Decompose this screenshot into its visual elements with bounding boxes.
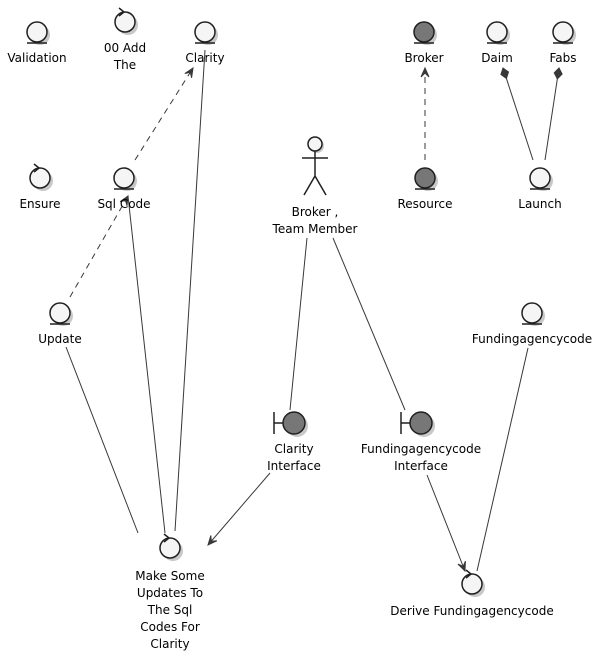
edge-funding_entity-to-derive xyxy=(476,347,529,572)
node-actor: Broker , Team Member xyxy=(272,136,358,236)
edge-sql_code-to-clarity xyxy=(134,66,194,161)
node-validation: Validation xyxy=(7,21,67,65)
entity-icon xyxy=(529,167,551,189)
edge-launch-to-fabs xyxy=(544,67,563,161)
node-label: Clarity xyxy=(274,442,313,456)
edge-line xyxy=(174,49,206,532)
entity-icon xyxy=(113,167,135,189)
edge-line xyxy=(134,67,194,161)
control-icon xyxy=(114,11,136,33)
edge-line xyxy=(127,195,166,534)
node-label: Updates To xyxy=(137,586,203,600)
edge-sql_code-to-make_updates xyxy=(127,195,166,534)
control-icon xyxy=(159,537,181,559)
entity-icon xyxy=(26,21,48,43)
node-label: The Sql xyxy=(147,603,193,617)
edge-line xyxy=(289,237,308,411)
node-resource: Resource xyxy=(397,167,453,211)
edges-layer xyxy=(65,49,563,573)
entity-icon xyxy=(552,21,574,43)
node-ensure: Ensure xyxy=(19,163,61,211)
edge-update-to-sql_code xyxy=(69,194,129,298)
edge-line xyxy=(476,347,529,572)
node-update: Update xyxy=(38,302,82,346)
entity-icon xyxy=(49,302,71,324)
entity-icon xyxy=(486,21,508,43)
node-label: Broker xyxy=(404,51,443,65)
edge-resource-to-broker_entity xyxy=(420,66,430,160)
node-label: Resource xyxy=(397,197,452,211)
node-label: The xyxy=(113,58,136,72)
node-label: Codes For xyxy=(140,620,200,634)
edge-line xyxy=(426,474,466,572)
node-broker-entity: Broker xyxy=(404,21,444,65)
node-label: Interface xyxy=(267,459,321,473)
node-label: Interface xyxy=(394,459,448,473)
actor-body xyxy=(302,151,328,196)
arrowhead xyxy=(119,194,129,206)
node-label: Fundingagencycode xyxy=(472,332,592,346)
node-launch: Launch xyxy=(518,167,562,211)
boundary-icon xyxy=(409,411,433,435)
edge-funding_interface-to-derive xyxy=(426,474,466,573)
node-label: Daim xyxy=(481,51,513,65)
entity-icon xyxy=(521,302,543,324)
actor-head xyxy=(307,136,323,152)
edge-clarity_interface-to-make_updates xyxy=(207,472,271,546)
diamond-head xyxy=(553,67,563,80)
control-arrow xyxy=(118,7,125,17)
edge-line xyxy=(502,67,534,161)
node-clarity: Clarity xyxy=(185,21,225,65)
arrowhead xyxy=(184,66,194,78)
boundary-icon xyxy=(282,411,306,435)
entity-icon xyxy=(413,21,435,43)
control-arrow xyxy=(163,533,170,543)
diamond-head xyxy=(500,67,510,80)
node-label: Sql Code xyxy=(97,197,150,211)
edge-update-to-make_updates xyxy=(65,346,139,534)
edge-line xyxy=(207,472,271,546)
edge-launch-to-daim xyxy=(500,67,534,161)
node-sql-code: Sql Code xyxy=(97,167,151,211)
edge-clarity-to-make_updates xyxy=(174,49,206,532)
control-arrow xyxy=(465,569,472,579)
edge-line xyxy=(544,67,560,161)
edge-line xyxy=(65,346,139,534)
arrowhead xyxy=(207,535,218,546)
node-label: Clarity xyxy=(150,637,189,651)
node-funding-entity: Fundingagencycode xyxy=(472,302,592,346)
node-derive: Derive Fundingagencycode xyxy=(390,569,554,618)
node-label: Fundingagencycode xyxy=(361,442,481,456)
entity-icon xyxy=(414,167,436,189)
arrowhead xyxy=(420,66,430,78)
edge-actor-to-clarity_interface xyxy=(289,237,308,411)
node-label: Team Member xyxy=(272,222,358,236)
control-icon xyxy=(461,573,483,595)
edge-line xyxy=(332,237,406,411)
control-icon xyxy=(29,167,51,189)
node-label: Clarity xyxy=(185,51,224,65)
node-fabs: Fabs xyxy=(549,21,577,65)
node-label: 00 Add xyxy=(104,41,146,55)
node-label: Launch xyxy=(518,197,561,211)
entity-icon xyxy=(194,21,216,43)
control-arrow xyxy=(33,163,40,173)
node-label: Validation xyxy=(7,51,66,65)
node-label: Make Some xyxy=(135,569,204,583)
node-label: Broker , xyxy=(292,205,339,219)
node-label: Fabs xyxy=(549,51,576,65)
node-label: Derive Fundingagencycode xyxy=(390,604,553,618)
node-daim: Daim xyxy=(481,21,513,65)
node-label: Ensure xyxy=(19,197,60,211)
edge-line xyxy=(69,195,129,298)
edge-actor-to-funding_interface xyxy=(332,237,406,411)
node-label: Update xyxy=(38,332,81,346)
arrowhead xyxy=(457,560,466,573)
